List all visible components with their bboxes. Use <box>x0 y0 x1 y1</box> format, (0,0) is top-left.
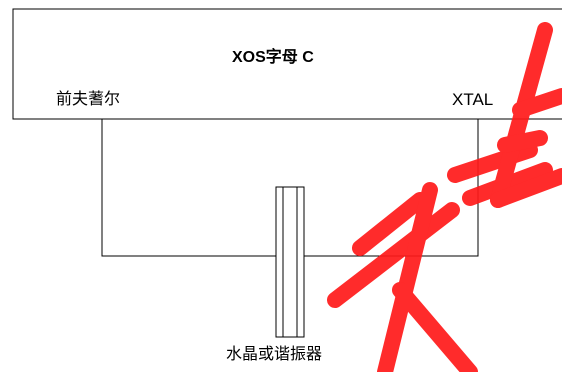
crystal-component <box>275 186 305 338</box>
right-pin-label: XTAL <box>452 90 494 109</box>
left-pin-label: 前夫蓍尔 <box>56 89 121 108</box>
crystal-outer-body <box>275 186 305 338</box>
chip-title: XOS字母 C <box>232 49 314 66</box>
chip-box <box>12 8 562 120</box>
crystal-label: 水晶或谐振器 <box>226 344 323 363</box>
left-wire <box>101 119 276 257</box>
